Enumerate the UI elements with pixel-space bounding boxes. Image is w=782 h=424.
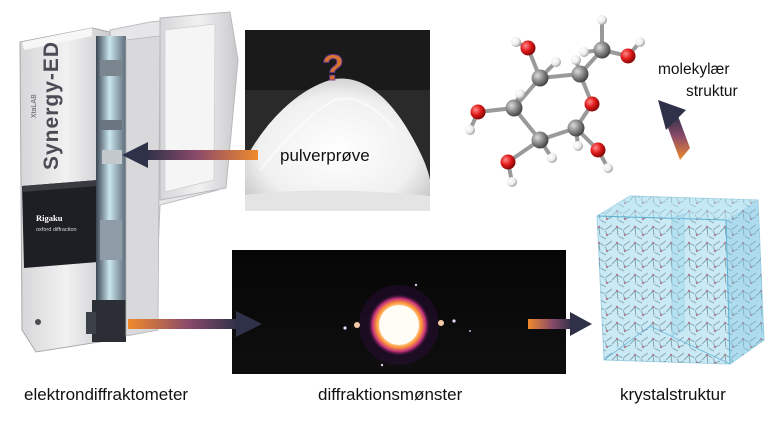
label-molecular-structure-line2: struktur: [686, 83, 738, 100]
powder-sample-photo: ?: [245, 30, 430, 211]
molecule-model: [465, 15, 645, 187]
instrument-maker-text: Rigaku: [36, 213, 63, 223]
arrow-instrument-to-pattern: [128, 311, 262, 337]
question-mark: ?: [322, 47, 344, 88]
instrument-model-text: Synergy-ED: [40, 41, 63, 170]
arrow-crystal-to-molecule: [658, 100, 690, 160]
label-crystal-structure: krystalstruktur: [620, 385, 726, 404]
diffraction-pattern-photo: [232, 250, 566, 374]
label-powder-sample: pulverprøve: [280, 146, 370, 165]
arrow-pattern-to-crystal: [528, 312, 592, 336]
label-electron-diffractometer: elektrondiffraktometer: [24, 385, 188, 404]
instrument-brand-small-text: XtaLAB: [31, 94, 38, 118]
instrument-maker-sub-text: oxford diffraction: [36, 227, 77, 233]
crystal-structure-model: [596, 195, 765, 365]
label-diffraction-pattern: diffraktionsmønster: [318, 385, 463, 404]
label-molecular-structure-line1: molekylær: [658, 61, 729, 78]
arrow-powder-to-instrument: [122, 142, 258, 168]
electron-diffractometer-illustration: Synergy-ED XtaLAB Rigaku oxford diffract…: [19, 11, 239, 353]
